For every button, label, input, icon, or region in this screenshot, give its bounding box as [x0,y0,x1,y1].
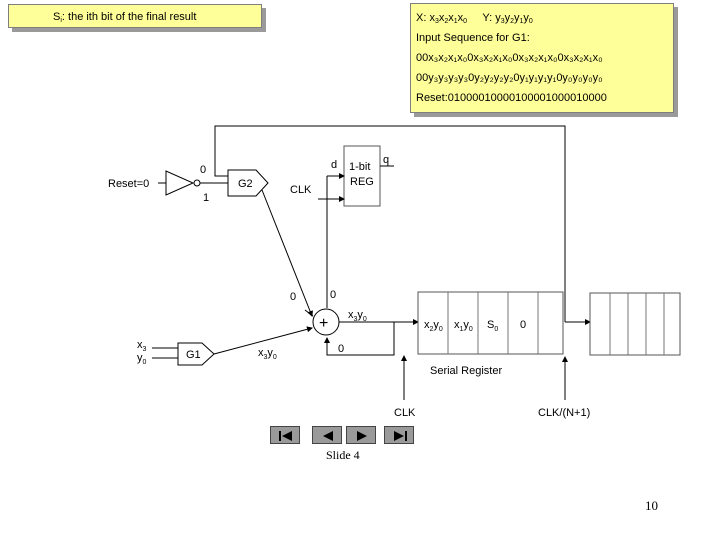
sr-cell-4: 0 [520,319,526,331]
note-s-sub: i [60,17,62,24]
prev-slide-button[interactable] [312,426,342,444]
y-label: Y: y [482,12,501,24]
adder-out-label: x3y0 [348,309,367,323]
reg-q-label: q [383,154,389,166]
input-seq-title: Input Sequence for G1: [416,32,530,44]
next-slide-button[interactable] [346,426,376,444]
ith-bit-note: Si: the ith bit of the final result [8,4,262,28]
g1-out-label: x3y0 [258,347,277,361]
g1-label: G1 [186,349,201,361]
page-number: 10 [645,498,658,513]
sr-cell-3: S0 [487,319,498,333]
feedback-wire [214,125,566,322]
adder-top-zero: 0 [330,289,336,301]
prev-icon [323,431,333,441]
reset-label: Reset=0 [108,178,149,190]
g2-gate [227,169,269,197]
adder-bottom-zero: 0 [338,343,344,355]
y0-input-label: y0 [137,352,147,366]
note-text: : the ith bit of the final result [61,11,197,23]
reg-line1: 1-bit [349,161,370,173]
first-slide-button[interactable] [270,426,300,444]
xy-line: X: x3x2x1x0 Y: y3y2y1y0 [416,12,533,25]
g1-gate [177,342,215,366]
x-label: X: x [416,12,435,24]
reg-line2: REG [350,176,374,188]
mux-zero: 0 [200,164,206,176]
reg-d-label: d [331,159,337,171]
sr-cell-1: x2y0 [424,319,443,333]
g2-label: G2 [238,178,253,190]
last-icon [394,431,407,441]
note-s: S [53,11,61,23]
first-icon [279,431,292,441]
seq-line-x: 00x₃x₂x₁x₀0x₃x₂x₁x₀0x₃x₂x₁x₀0x₃x₂x₁x₀ [416,52,603,64]
clk-reg-label: CLK [290,184,312,196]
seq-line-y: 00y₃y₃y₃y₃0y₂y₂y₂y₂0y₁y₁y₁y₁0y₀y₀y₀y₀ [416,72,603,84]
x3-input-label: x3 [137,339,147,353]
inverter-bubble [193,179,201,187]
clk-bottom-label: CLK [394,407,416,419]
serial-register-label: Serial Register [430,365,502,377]
slide-label: Slide 4 [326,448,360,462]
g2-to-adder-wire [261,189,313,317]
next-icon [357,431,367,441]
adder-left-zero: 0 [290,291,296,303]
inverter-gate [165,170,195,196]
plus-label: + [319,315,328,332]
last-slide-button[interactable] [384,426,414,444]
input-sequence-note: X: x3x2x1x0 Y: y3y2y1y0 Input Sequence f… [410,3,674,113]
output-register-box [589,292,681,356]
mux-one: 1 [203,192,209,204]
sr-cell-2: x1y0 [454,319,473,333]
serial-register-box [417,291,564,355]
reset-line: Reset:01000010000100001000010000 [416,92,607,104]
clk-n1-label: CLK/(N+1) [538,407,590,419]
reg-box [343,145,381,207]
